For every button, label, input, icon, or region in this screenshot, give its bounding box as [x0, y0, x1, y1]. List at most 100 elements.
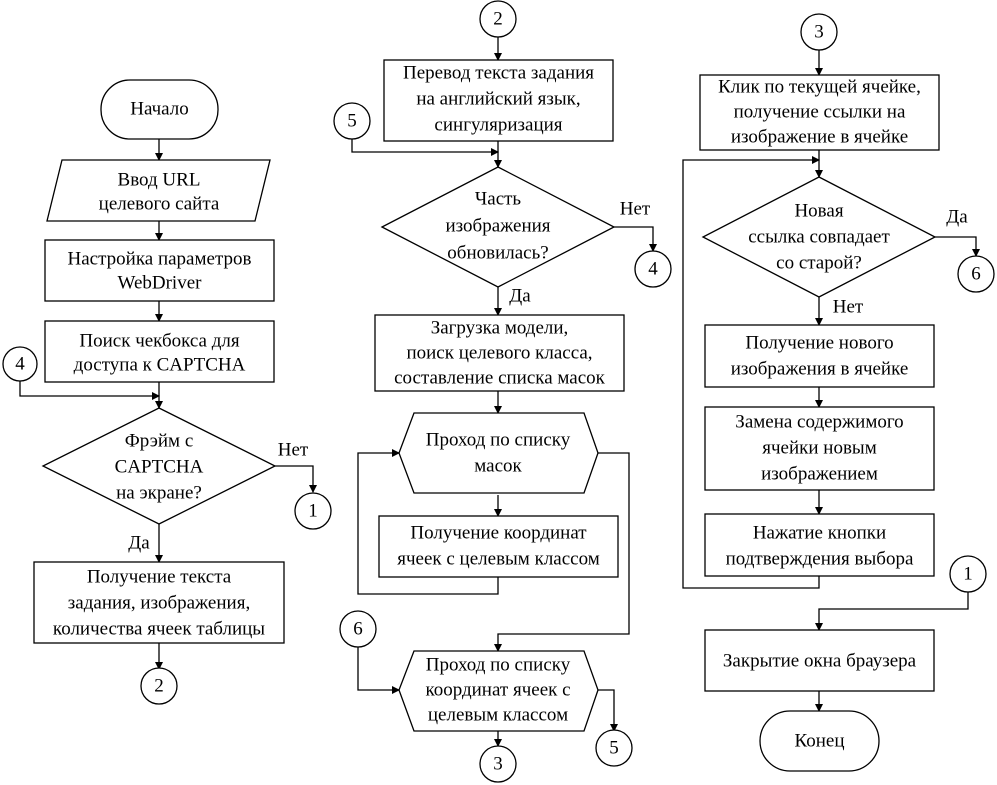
load-model-line3: составление списка масок [394, 367, 606, 388]
confirm-block [704, 513, 935, 577]
column-3: 3 Клик по текущей ячейке, получение ссыл… [682, 13, 995, 772]
decision-link-line2: ссылка совпадает [748, 226, 890, 247]
close-browser-label: Закрытие окна браузера [723, 650, 917, 671]
end-terminal [759, 710, 880, 772]
loop-coords-line3: целевым классом [428, 704, 568, 725]
translate-block [383, 59, 614, 142]
replace-block [704, 406, 935, 491]
checkbox-line2: доступа к CAPTCHA [74, 354, 246, 375]
click-cell-line2: получение ссылки на [734, 101, 906, 122]
connector-2-label: 2 [154, 675, 164, 696]
connector-1-in-label: 1 [963, 563, 973, 584]
arrow-loop-exit-to-5 [598, 689, 618, 732]
get-image-line2: изображения в ячейке [731, 358, 909, 379]
webdriver-line2: WebDriver [118, 272, 203, 293]
checkbox-block [44, 320, 275, 383]
connector-6-in [339, 610, 377, 648]
connector-3-in-label: 3 [814, 21, 824, 42]
connector-2-in [479, 0, 517, 38]
arrow-loop-exit [494, 452, 630, 652]
arrow-connector1-to-close [815, 592, 969, 631]
arrow-decision-no-to-1 [275, 465, 317, 493]
decision-frame-line2: CAPTCHA [115, 456, 204, 477]
get-task-line3: количества ячеек таблицы [53, 618, 265, 639]
connector-1-out [294, 492, 332, 530]
decision-part-yes: Да [509, 285, 531, 306]
replace-line2: ячейки новым [762, 437, 876, 458]
decision-frame-yes: Да [128, 532, 150, 553]
connector-5-in-label: 5 [347, 110, 357, 131]
connector-5-out-label: 5 [609, 737, 619, 758]
decision-part-line2: изображения [445, 215, 550, 236]
arrow-connector4-to-flow [19, 380, 160, 400]
connector-5-out [595, 729, 633, 767]
end-label: Конец [795, 730, 845, 751]
column-2: 2 Перевод текста задания на английский я… [333, 0, 672, 783]
decision-frame-line3: на экране? [116, 482, 202, 503]
arrow-decision-no-to-4 [614, 226, 657, 252]
decision-link-no: Нет [833, 296, 864, 317]
input-url-block [46, 159, 271, 222]
input-url-line2: целевого сайта [99, 193, 220, 214]
connector-4-in [2, 346, 38, 382]
decision-link-line3: со старой? [776, 252, 862, 273]
connector-2-out [140, 667, 178, 705]
get-coords-block [378, 515, 619, 578]
loop-masks-line2: масок [474, 455, 522, 476]
get-task-line2: задания, изображения, [68, 592, 250, 613]
connector-1-label: 1 [308, 500, 318, 521]
arrow-connector6-to-loop [357, 647, 400, 694]
connector-3-out [479, 745, 517, 783]
translate-line2: на английский язык, [416, 88, 580, 109]
replace-line3: изображением [761, 463, 878, 484]
connector-5-in [333, 102, 371, 140]
replace-line1: Замена содержимого [735, 411, 903, 432]
get-task-line1: Получение текста [87, 566, 232, 587]
connector-1-in [949, 555, 987, 593]
decision-part-updated [380, 166, 616, 288]
decision-link-match [701, 176, 937, 298]
column-1: Начало Ввод URL целевого сайта Настройка… [2, 79, 332, 705]
loop-coords-line1: Проход по списку [426, 654, 571, 675]
connector-4-label: 4 [15, 353, 25, 374]
decision-part-line3: обновилась? [447, 242, 548, 263]
connector-4-out-label: 4 [648, 258, 658, 279]
get-image-line1: Получение нового [745, 332, 893, 353]
decision-part-no: Нет [620, 198, 651, 219]
get-coords-line2: ячеек с целевым классом [397, 548, 600, 569]
load-model-line2: поиск целевого класса, [406, 342, 592, 363]
close-browser-block [704, 629, 935, 692]
arrow-coords-loopback [357, 449, 499, 595]
webdriver-line1: Настройка параметров [68, 248, 252, 269]
translate-line3: сингуляризация [434, 114, 562, 135]
load-model-block [374, 314, 625, 392]
confirm-line2: подтверждения выбора [726, 548, 914, 569]
get-task-block [33, 561, 285, 644]
arrow-decision-yes-to-6 [935, 236, 980, 257]
translate-line1: Перевод текста задания [403, 62, 594, 83]
start-terminal [100, 79, 219, 140]
decision-link-line1: Новая [794, 200, 843, 221]
start-label: Начало [130, 98, 189, 119]
confirm-line1: Нажатие кнопки [753, 522, 886, 543]
connector-6-out-label: 6 [971, 263, 981, 284]
connector-3-in [800, 13, 838, 51]
arrow-connector5-to-flow [351, 139, 499, 156]
decision-part-line1: Часть [475, 188, 522, 209]
click-cell-line3: изображение в ячейке [731, 126, 908, 147]
connector-6-out [957, 255, 995, 293]
decision-frame-line1: Фрэйм с [125, 430, 194, 451]
input-url-line1: Ввод URL [118, 169, 201, 190]
loop-coords-line2: координат ячеек с [425, 679, 570, 700]
loop-masks [398, 412, 599, 494]
decision-link-yes: Да [946, 206, 968, 227]
loop-coords [398, 650, 599, 732]
load-model-line1: Загрузка модели, [431, 317, 569, 338]
webdriver-block [44, 239, 275, 302]
get-image-block [704, 324, 935, 388]
decision-frame [41, 407, 277, 525]
click-cell-block [699, 74, 940, 151]
loop-masks-line1: Проход по списку [426, 429, 571, 450]
connector-4-out [634, 250, 672, 288]
